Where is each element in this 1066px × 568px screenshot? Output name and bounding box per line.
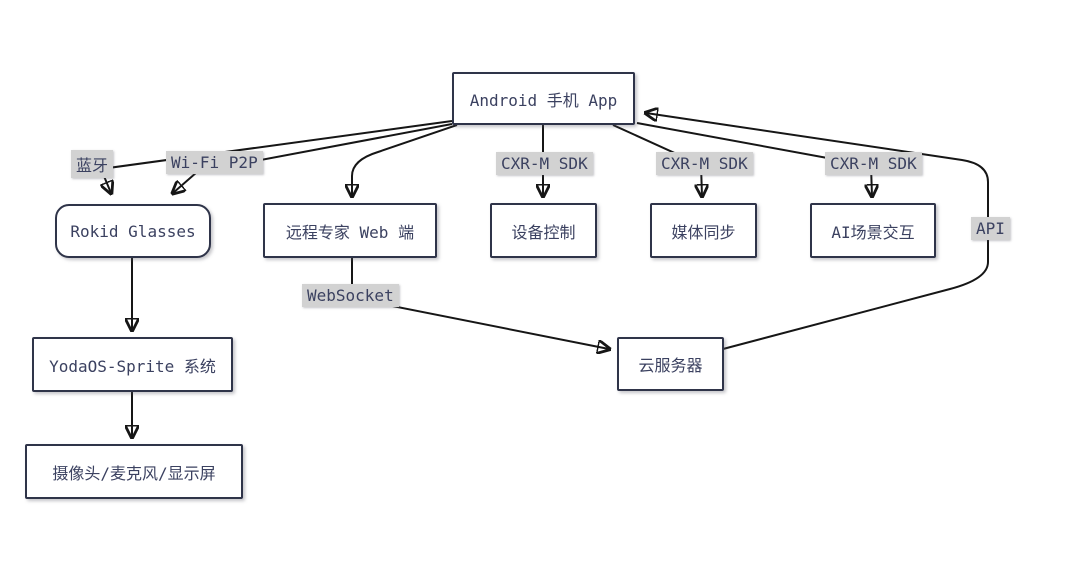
node-yodaos-sprite: YodaOS-Sprite 系统 (32, 337, 233, 392)
node-media-sync: 媒体同步 (650, 203, 757, 258)
edge-label-cxr-m-sdk-1: CXR-M SDK (496, 152, 593, 175)
node-rokid-glasses: Rokid Glasses (55, 204, 211, 258)
edge-label-cxr-m-sdk-2: CXR-M SDK (656, 152, 753, 175)
node-camera-mic-display: 摄像头/麦克风/显示屏 (25, 444, 243, 499)
node-android-app: Android 手机 App (452, 72, 635, 125)
edge-label-websocket: WebSocket (302, 284, 399, 307)
edge-label-wifi-p2p: Wi-Fi P2P (166, 151, 263, 174)
edge-label-bluetooth: 蓝牙 (71, 150, 114, 178)
node-ai-scene: AI场景交互 (810, 203, 936, 258)
node-cloud-server: 云服务器 (617, 337, 724, 391)
edge-app-remote-expert-web (352, 124, 458, 196)
node-device-control: 设备控制 (490, 203, 597, 258)
node-remote-expert-web: 远程专家 Web 端 (263, 203, 437, 258)
edge-label-cxr-m-sdk-3: CXR-M SDK (825, 152, 922, 175)
edge-label-api: API (971, 217, 1010, 240)
